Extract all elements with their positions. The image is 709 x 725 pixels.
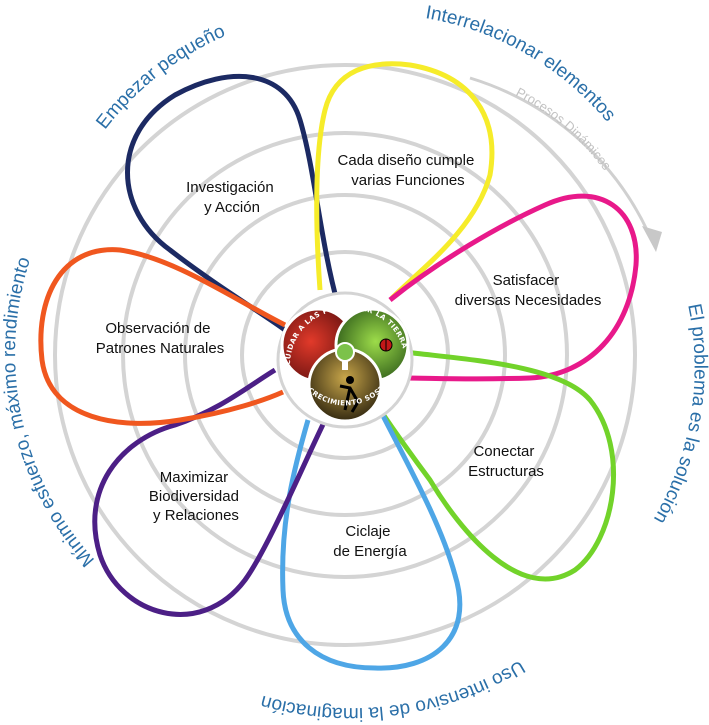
label-ciclaje: Ciclaje de Energía [333,523,407,560]
ring-label-problema: El problema es la solución [649,302,709,527]
figure-icon [339,376,360,413]
petal-cada-diseno [314,61,495,300]
ladybug-icon [379,338,393,352]
ring-outer [53,63,637,647]
petal-investigacion [125,74,341,333]
label-conectar: Conectar Estructuras [468,443,544,480]
label-satisfacer: Satisfacer diversas Necesidades [455,272,602,309]
label-observacion: Observación de Patrones Naturales [96,320,224,357]
label-investigacion: Investigación y Acción [186,179,278,216]
label-maximizar: Maximizar Biodiversidad y Relaciones [149,469,243,524]
arrowhead-icon [642,226,662,252]
petals [38,61,639,671]
ring-3 [121,131,569,579]
tree-icon [335,342,355,370]
petal-labels: Investigación y Acción Cada diseño cumpl… [96,152,602,560]
petal-satisfacer [388,193,639,382]
label-cada-diseno: Cada diseño cumple varias Funciones [338,152,479,189]
petal-conectar [367,349,617,582]
petal-ciclaje [280,398,463,671]
ring-label-empezar: Empezar pequeño [92,21,228,133]
dynamic-processes-arrow [469,76,662,252]
petal-observacion [38,247,287,426]
ring-2 [183,193,507,517]
ring-label-interrelacionar: Interrelacionar elementos [424,2,619,125]
